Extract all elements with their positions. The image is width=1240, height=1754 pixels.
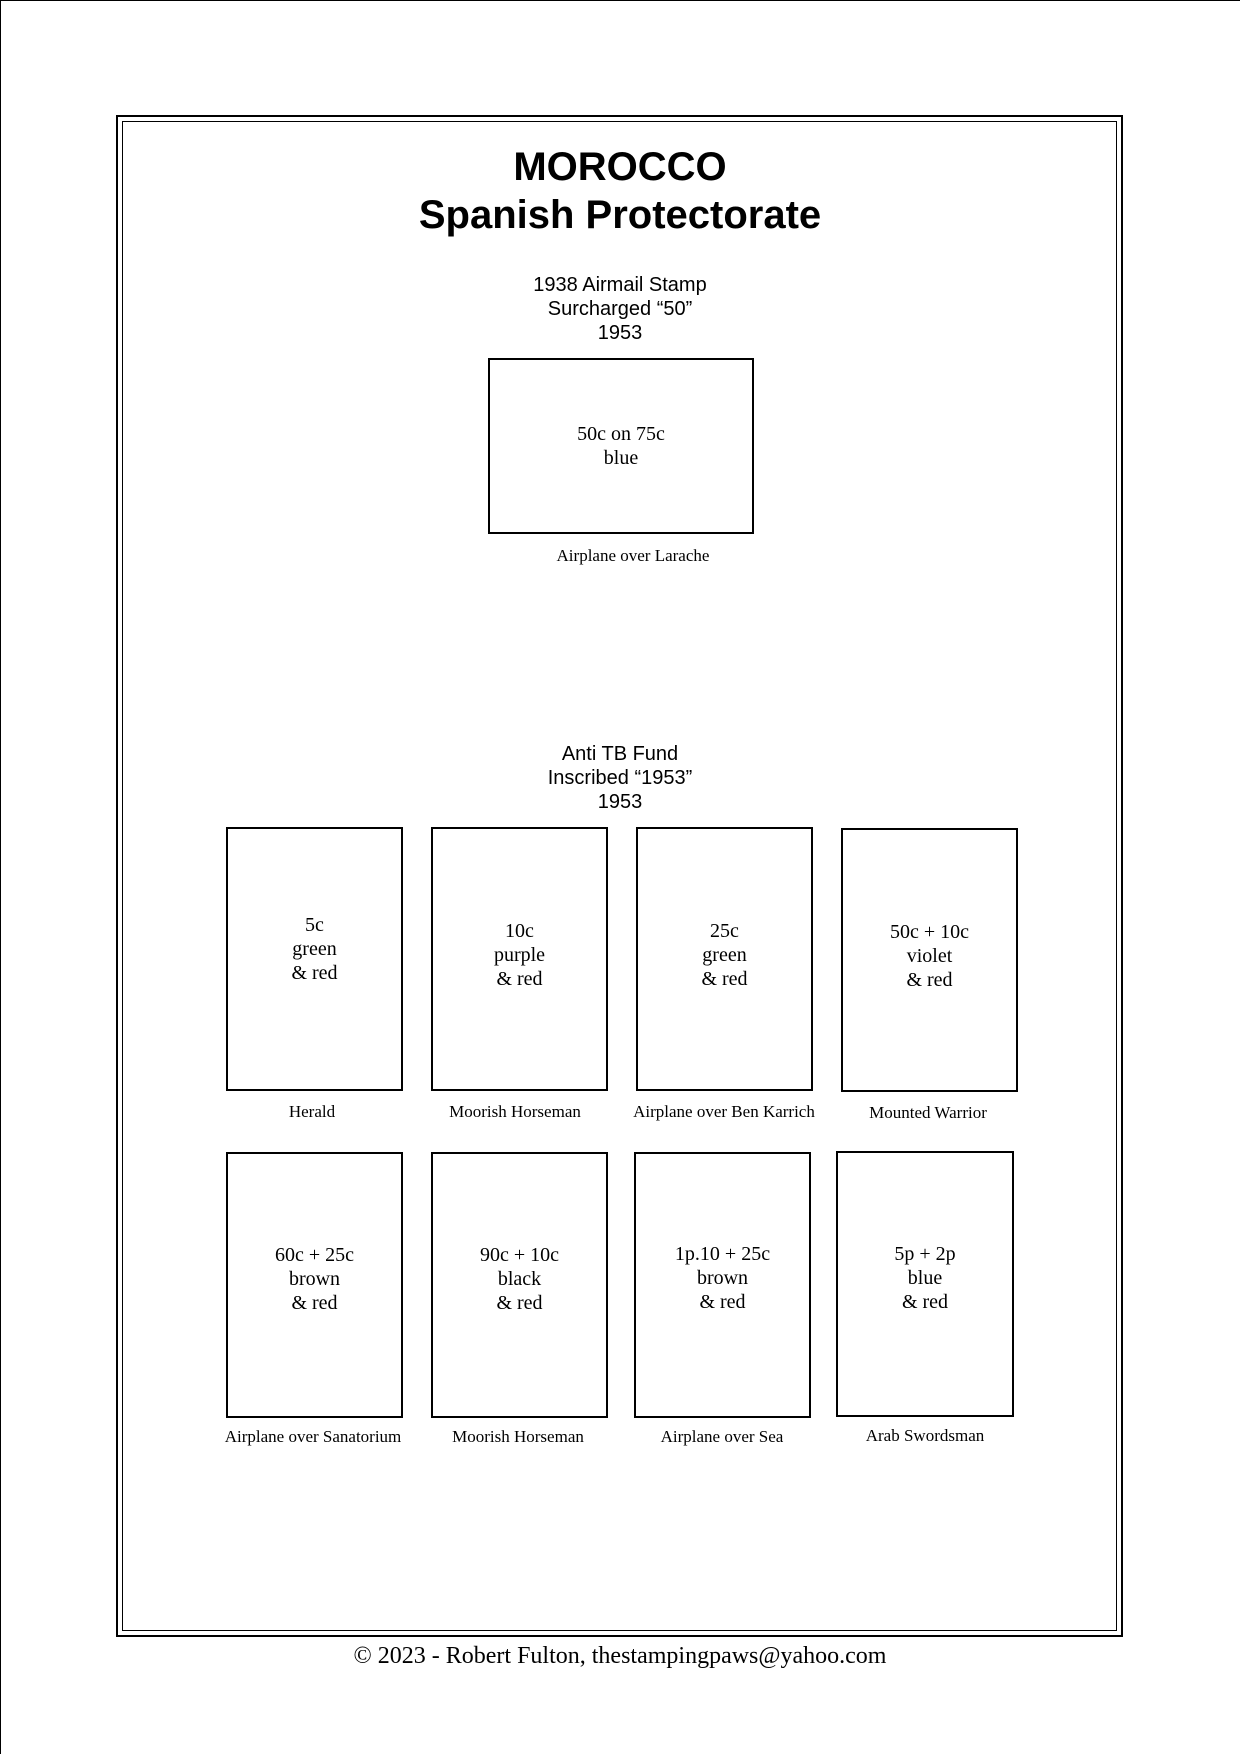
page-border-outer	[116, 115, 1123, 1637]
stamp-denomination: 25c	[710, 920, 739, 942]
stamp-caption: Moorish Horseman	[449, 1102, 581, 1121]
page-title: MOROCCO	[513, 145, 727, 189]
stamp-caption: Airplane over Sea	[660, 1427, 784, 1446]
page-edge-top	[0, 0, 1240, 1]
copyright-footer: © 2023 - Robert Fulton, thestampingpaws@…	[353, 1643, 887, 1669]
stamp-space: 25c green & red	[636, 827, 813, 1091]
stamp-caption: Mounted Warrior	[869, 1103, 987, 1122]
stamp-space: 60c + 25c brown & red	[226, 1152, 403, 1418]
stamp-caption: Arab Swordsman	[865, 1426, 985, 1445]
stamp-color: purple	[493, 944, 546, 966]
section1-heading-line3: 1953	[597, 322, 643, 344]
stamp-description: 50c on 75c blue	[490, 422, 752, 470]
stamp-space: 50c on 75c blue	[488, 358, 754, 534]
stamp-color: blue	[907, 1267, 943, 1289]
stamp-color: black	[497, 1268, 542, 1290]
stamp-color: green	[292, 938, 337, 960]
stamp-color: brown	[288, 1268, 341, 1290]
stamp-caption: Herald	[288, 1102, 336, 1121]
stamp-color-secondary: & red	[901, 1291, 949, 1313]
stamp-description: 25c green & red	[638, 919, 811, 991]
stamp-description: 90c + 10c black & red	[433, 1243, 606, 1315]
stamp-denomination: 5c	[305, 914, 324, 936]
stamp-color-secondary: & red	[699, 1291, 746, 1313]
stamp-description: 5c green & red	[228, 913, 401, 985]
page-edge-left	[0, 0, 1, 1754]
stamp-space: 5c green & red	[226, 827, 403, 1091]
stamp-color: blue	[603, 447, 639, 469]
stamp-description: 50c + 10c violet & red	[843, 920, 1016, 992]
stamp-description: 5p + 2p blue & red	[838, 1242, 1012, 1314]
stamp-denomination: 5p + 2p	[894, 1243, 956, 1265]
stamp-space: 50c + 10c violet & red	[841, 828, 1018, 1092]
stamp-color: brown	[696, 1267, 749, 1289]
stamp-description: 60c + 25c brown & red	[228, 1243, 401, 1315]
stamp-color-secondary: & red	[906, 969, 953, 991]
stamp-denomination: 60c + 25c	[274, 1244, 355, 1266]
stamp-color-secondary: & red	[701, 968, 748, 990]
page-border-inner	[122, 121, 1117, 1631]
section1-heading-line1: 1938 Airmail Stamp	[533, 274, 707, 296]
stamp-color-secondary: & red	[496, 968, 543, 990]
section2-heading-line3: 1953	[597, 791, 643, 813]
stamp-color-secondary: & red	[496, 1292, 543, 1314]
page-subtitle: Spanish Protectorate	[418, 193, 822, 237]
stamp-caption: Airplane over Larache	[556, 546, 710, 565]
section1-heading-line2: Surcharged “50”	[547, 298, 693, 320]
stamp-color: green	[702, 944, 747, 966]
stamp-caption: Airplane over Sanatorium	[224, 1427, 402, 1446]
stamp-space: 5p + 2p blue & red	[836, 1151, 1014, 1417]
stamp-color-secondary: & red	[291, 1292, 338, 1314]
section2-heading-line2: Inscribed “1953”	[547, 767, 693, 789]
section2-heading-line1: Anti TB Fund	[561, 743, 679, 765]
stamp-denomination: 90c + 10c	[479, 1244, 560, 1266]
stamp-description: 1p.10 + 25c brown & red	[636, 1242, 809, 1314]
stamp-caption: Airplane over Ben Karrich	[633, 1102, 815, 1121]
stamp-denomination: 50c on 75c	[577, 423, 665, 445]
stamp-denomination: 1p.10 + 25c	[674, 1243, 771, 1265]
stamp-color: violet	[906, 945, 953, 967]
stamp-space: 1p.10 + 25c brown & red	[634, 1152, 811, 1418]
stamp-space: 10c purple & red	[431, 827, 608, 1091]
stamp-denomination: 50c + 10c	[889, 921, 970, 943]
stamp-color-secondary: & red	[291, 962, 338, 984]
stamp-space: 90c + 10c black & red	[431, 1152, 608, 1418]
stamp-caption: Moorish Horseman	[452, 1427, 584, 1446]
stamp-description: 10c purple & red	[433, 919, 606, 991]
stamp-denomination: 10c	[505, 920, 534, 942]
